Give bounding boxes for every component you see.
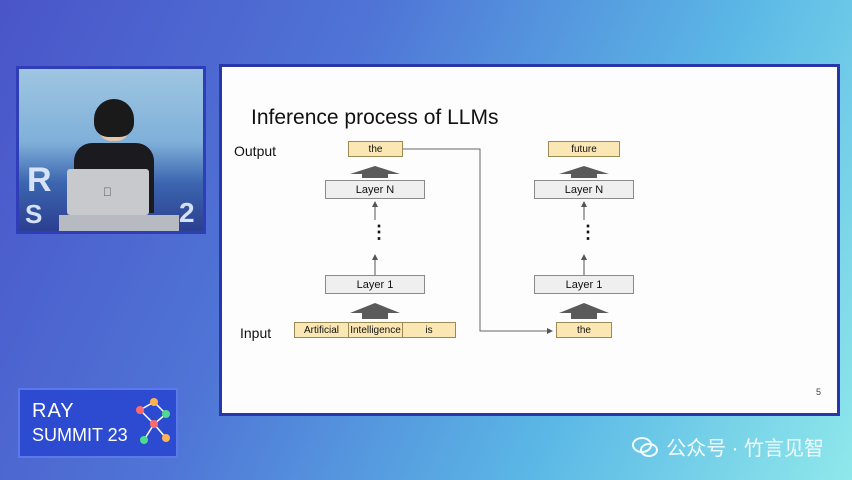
input-token-row: Artificial Intelligence is (294, 322, 456, 338)
input-token-box: the (556, 322, 612, 338)
video-bg-text: R (27, 161, 52, 199)
page-number: 5 (815, 387, 821, 397)
layer-n-box: Layer N (325, 180, 425, 199)
input-token: Intelligence (349, 323, 403, 337)
video-bg-text: S (25, 199, 43, 229)
ellipsis-dots: ⋮ (370, 222, 388, 242)
output-token-box: future (548, 141, 620, 157)
logo-text: SUMMIT 23 (32, 425, 128, 445)
block-arrow-up (559, 303, 609, 319)
layer-1-box: Layer 1 (534, 275, 634, 294)
ray-summit-logo: RAY SUMMIT 23 (18, 388, 178, 458)
block-arrow-up (559, 166, 609, 178)
block-arrow-up (350, 166, 400, 178)
video-bg-text: 2 (179, 197, 195, 228)
diagram-connectors (350, 148, 609, 334)
layer-1-box: Layer 1 (325, 275, 425, 294)
input-label: Input (240, 325, 272, 341)
podium (59, 215, 179, 231)
laptop (67, 169, 149, 215)
logo-text: RAY (32, 400, 75, 422)
apple-logo-icon:  (103, 185, 112, 199)
output-label: Output (234, 143, 277, 159)
slide-title: Inference process of LLMs (251, 106, 499, 129)
feedback-arrow (403, 148, 553, 334)
slide-canvas: Inference process of LLMs Output Input (222, 67, 837, 413)
input-token: is (425, 324, 433, 336)
watermark-text: 公众号 · 竹言见智 (666, 438, 824, 460)
input-token: Artificial (295, 323, 349, 337)
layer-n-box: Layer N (534, 180, 634, 199)
wechat-icon (632, 436, 659, 457)
speaker-hair (94, 99, 134, 137)
network-graph-icon (136, 398, 170, 444)
slide: Inference process of LLMs Output Input (219, 64, 840, 416)
output-token-box: the (348, 141, 403, 157)
speaker-video: R S 2  (16, 66, 206, 234)
watermark: 公众号 · 竹言见智 (632, 432, 824, 461)
block-arrow-up (350, 303, 400, 319)
ellipsis-dots: ⋮ (579, 222, 597, 242)
